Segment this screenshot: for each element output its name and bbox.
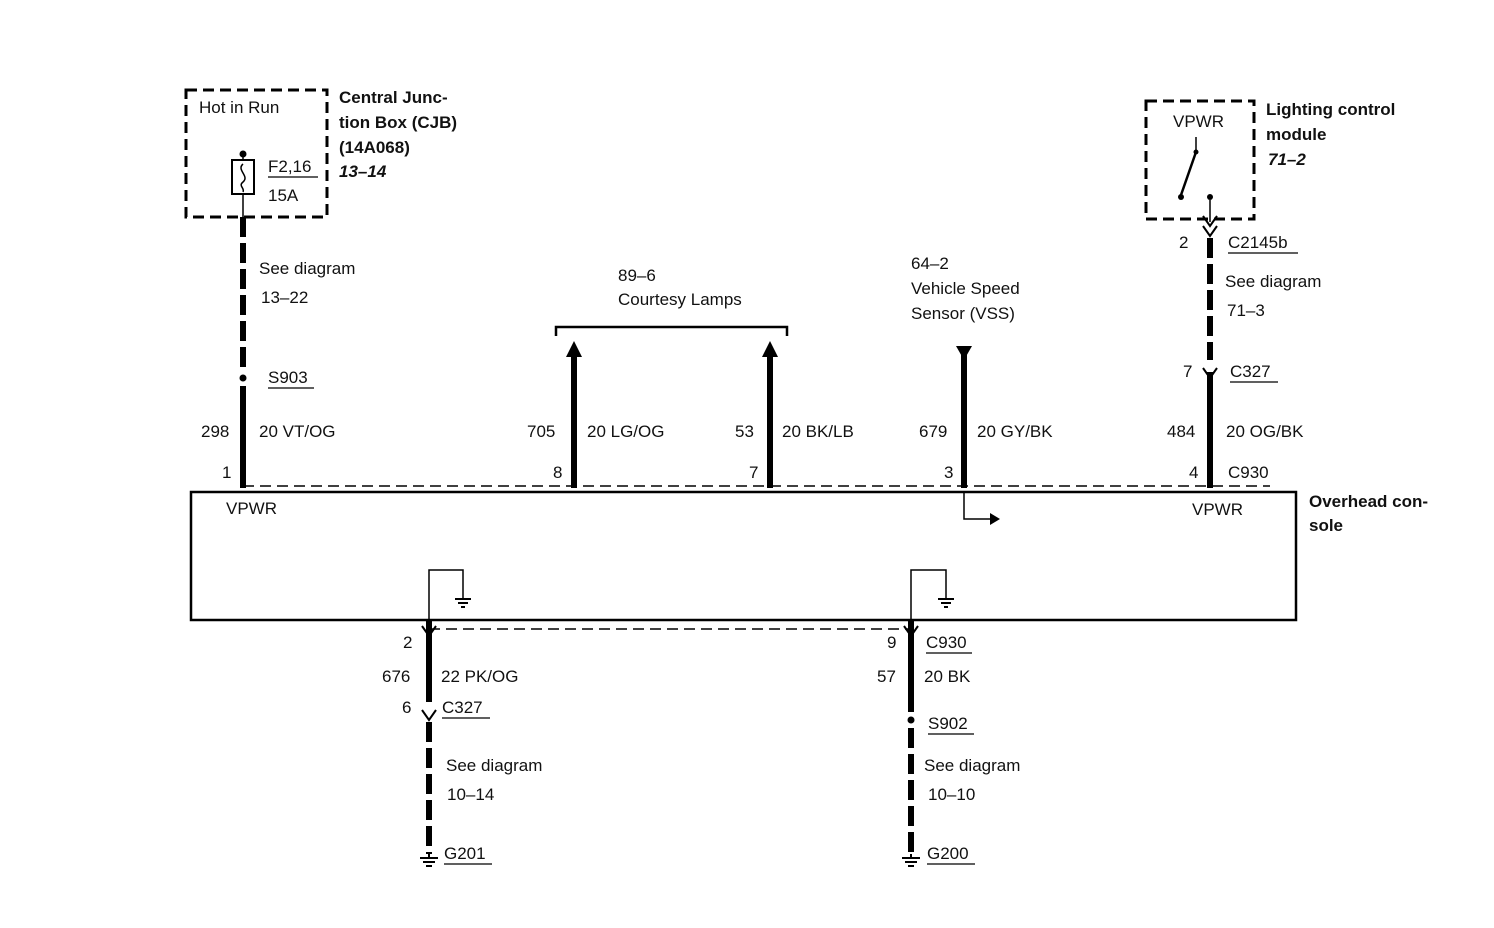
- see-diagram-ref: 13–22: [261, 288, 308, 307]
- wire-circuit-484: [1202, 200, 1218, 488]
- connector-chevron-icon: [1202, 225, 1218, 238]
- splice-s902-label: S902: [928, 714, 968, 733]
- splice-s903-dot: [239, 374, 247, 382]
- connector-chevron-icon: [903, 625, 919, 638]
- ground-g200-label: G200: [927, 844, 969, 863]
- wire-circuit-676: [420, 620, 438, 867]
- cjb-outline: [184, 88, 329, 219]
- console-vpwr-right: VPWR: [1192, 500, 1243, 519]
- overhead-console: VPWR VPWR: [189, 490, 1298, 622]
- courtesy-lamps-group: 89–6 Courtesy Lamps: [554, 266, 789, 336]
- internal-ground-icon: [428, 569, 471, 620]
- ground-icon: [420, 854, 438, 867]
- courtesy-lamps-label: Courtesy Lamps: [618, 290, 742, 309]
- arrow-right-icon: [990, 513, 1000, 525]
- lcm-name-line1: Lighting control: [1266, 100, 1395, 119]
- see-diagram-label: See diagram: [1225, 272, 1321, 291]
- console-outline: [189, 490, 1298, 622]
- connector-c327-bottom-label: C327: [442, 698, 483, 717]
- see-diagram-label: See diagram: [446, 756, 542, 775]
- arrow-up-icon: [566, 341, 582, 357]
- see-diagram-ref: 10–10: [928, 785, 975, 804]
- switch-icon: [1178, 137, 1213, 200]
- cjb-hot-in-run-label: Hot in Run: [199, 98, 279, 117]
- circuit-484-number: 484: [1167, 422, 1195, 441]
- cjb-name-line1: Central Junc-: [339, 88, 448, 107]
- see-diagram-ref: 71–3: [1227, 301, 1265, 320]
- courtesy-lamps-ref: 89–6: [618, 266, 656, 285]
- wire-circuit-298: [239, 217, 247, 488]
- c2145b-pin: 2: [1179, 233, 1188, 252]
- wire-circuit-53: [762, 341, 778, 488]
- ground-g201-label: G201: [444, 844, 486, 863]
- courtesy-lamps-bracket: [554, 325, 789, 336]
- wire-circuit-705: [566, 341, 582, 488]
- circuit-57-gauge-color: 20 BK: [924, 667, 971, 686]
- vss-label-line1: Vehicle Speed: [911, 279, 1020, 298]
- console-name-line1: Overhead con-: [1309, 492, 1428, 511]
- circuit-298-number: 298: [201, 422, 229, 441]
- lighting-control-module: VPWR Lighting control module 71–2: [1144, 99, 1395, 221]
- connector-c327-label: C327: [1230, 362, 1271, 381]
- wire-circuit-57: [902, 620, 920, 867]
- circuit-57-number: 57: [877, 667, 896, 686]
- cjb-page-ref: 13–14: [339, 162, 387, 181]
- circuit-679-number: 679: [919, 422, 947, 441]
- circuit-298-gauge-color: 20 VT/OG: [259, 422, 336, 441]
- connector-c930-top-label: C930: [1228, 463, 1269, 482]
- console-vpwr-left: VPWR: [226, 499, 277, 518]
- connector-c930-bottom-label: C930: [926, 633, 967, 652]
- lcm-page-ref: 71–2: [1268, 150, 1306, 169]
- internal-ground-icon: [910, 569, 954, 620]
- splice-s903-label: S903: [268, 368, 308, 387]
- circuit-679-gauge-color: 20 GY/BK: [977, 422, 1053, 441]
- lcm-vpwr-label: VPWR: [1173, 112, 1224, 131]
- c327-pin: 7: [1183, 362, 1192, 381]
- connector-c2145b-label: C2145b: [1228, 233, 1288, 252]
- pin-3-label: 3: [944, 463, 953, 482]
- cjb-name-line2: tion Box (CJB): [339, 113, 457, 132]
- vss-ref: 64–2: [911, 254, 949, 273]
- circuit-705-gauge-color: 20 LG/OG: [587, 422, 664, 441]
- circuit-484-gauge-color: 20 OG/BK: [1226, 422, 1304, 441]
- wire-circuit-679: [956, 346, 972, 488]
- circuit-676-gauge-color: 22 PK/OG: [441, 667, 518, 686]
- ground-icon: [902, 854, 920, 867]
- fuse-rating: 15A: [268, 186, 299, 205]
- vss-label-line2: Sensor (VSS): [911, 304, 1015, 323]
- console-name-line2: sole: [1309, 516, 1343, 535]
- connector-chevron-icon: [1202, 215, 1218, 228]
- connector-chevron-icon: [421, 625, 437, 638]
- pin-7-label: 7: [749, 463, 758, 482]
- central-junction-box: Hot in Run F2,16 15A Central Junc- tion …: [184, 88, 457, 219]
- see-diagram-label: See diagram: [259, 259, 355, 278]
- connector-chevron-icon: [421, 709, 437, 722]
- arrow-up-icon: [762, 341, 778, 357]
- c327-pin-6: 6: [402, 698, 411, 717]
- see-diagram-ref: 10–14: [447, 785, 494, 804]
- cjb-part-number: (14A068): [339, 138, 410, 157]
- circuit-676-number: 676: [382, 667, 410, 686]
- circuit-53-number: 53: [735, 422, 754, 441]
- pin-2-label: 2: [403, 633, 412, 652]
- see-diagram-label: See diagram: [924, 756, 1020, 775]
- lcm-name-line2: module: [1266, 125, 1326, 144]
- fuse-id: F2,16: [268, 157, 311, 176]
- circuit-705-number: 705: [527, 422, 555, 441]
- pin-1-label: 1: [222, 463, 231, 482]
- pin-8-label: 8: [553, 463, 562, 482]
- circuit-53-gauge-color: 20 BK/LB: [782, 422, 854, 441]
- splice-s902-dot: [907, 716, 915, 724]
- pin-9-label: 9: [887, 633, 896, 652]
- fuse-icon: [231, 150, 255, 217]
- pin-4-label: 4: [1189, 463, 1198, 482]
- lcm-outline: [1144, 99, 1256, 221]
